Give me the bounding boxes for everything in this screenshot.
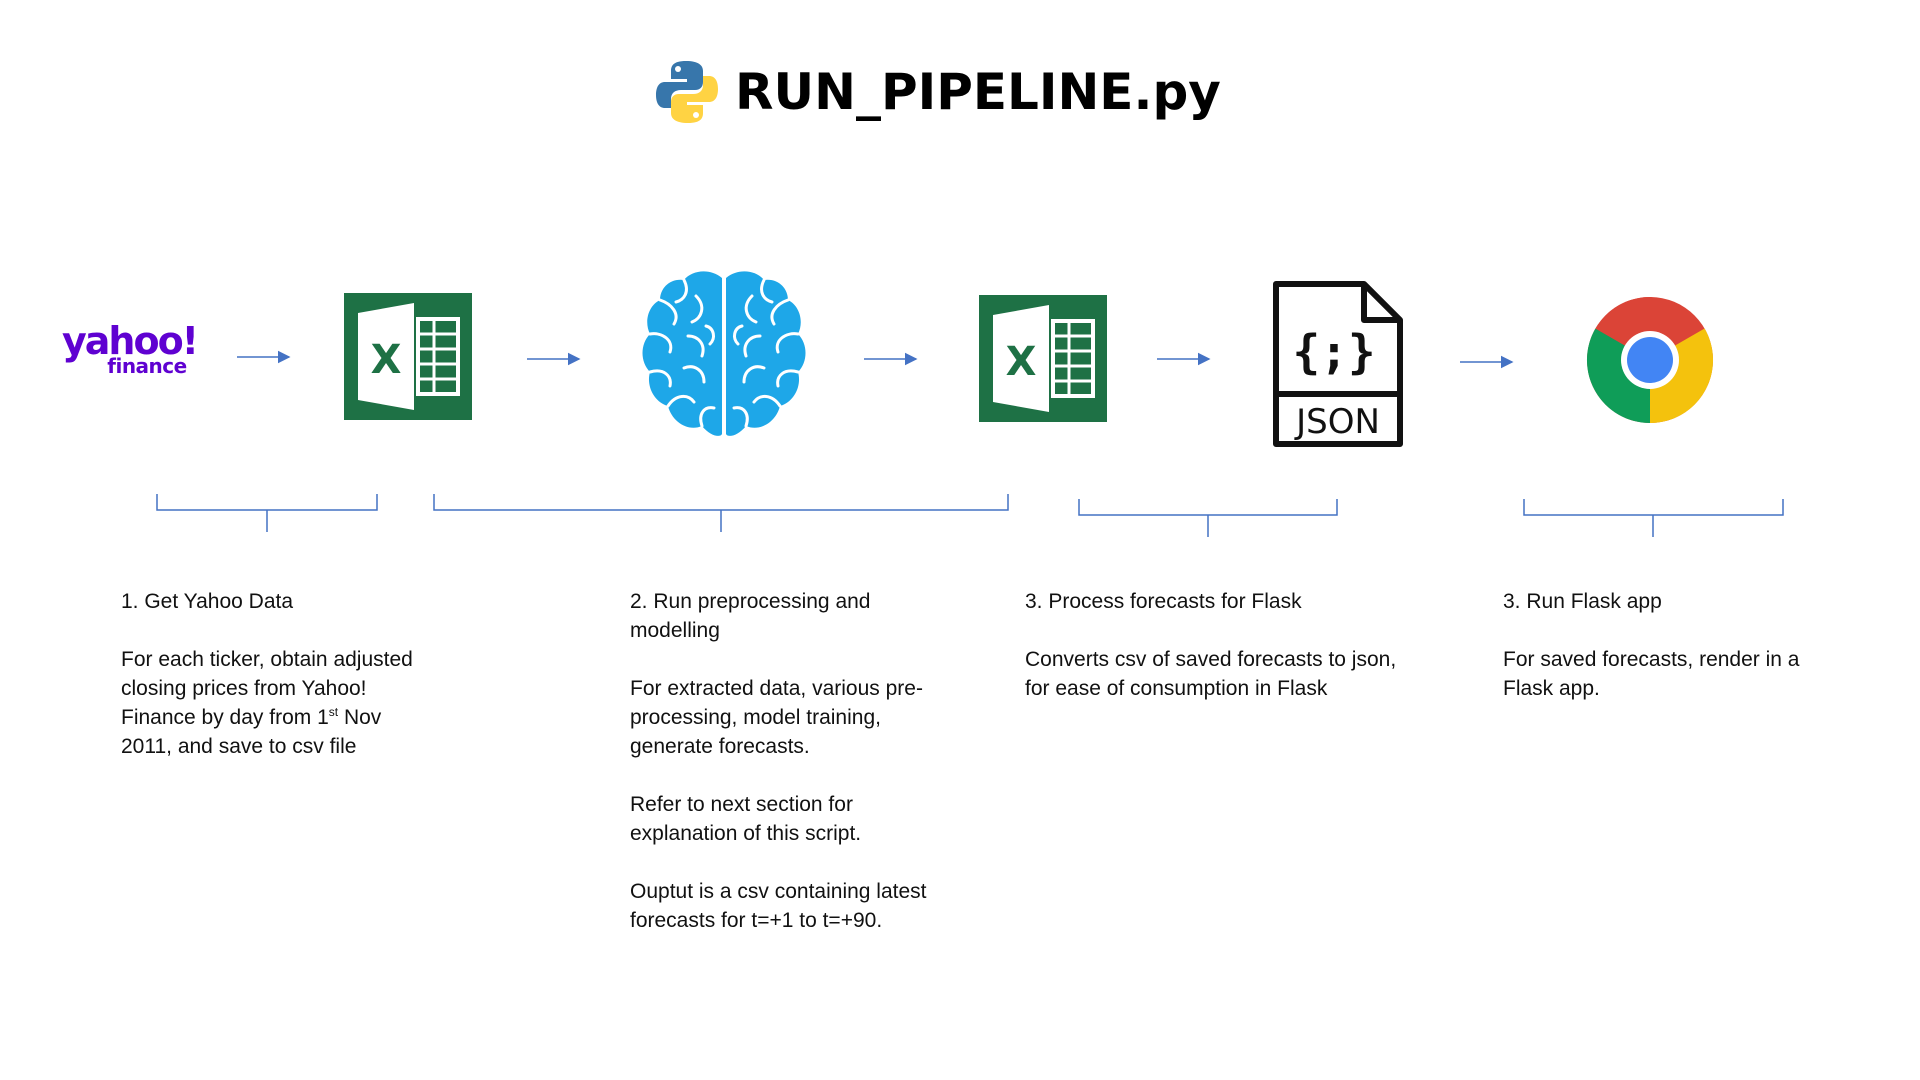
step-brace [433, 494, 1009, 532]
python-logo-icon [656, 61, 718, 123]
excel-letter: X [371, 337, 402, 383]
step-1-description: For each ticker, obtain adjusted closing… [121, 648, 413, 758]
step-3-heading: 3. Process forecasts for Flask [1025, 590, 1302, 613]
yahoo-logo-word: yahoo! [62, 319, 199, 363]
step-4-description: For saved forecasts, render in a Flask a… [1503, 648, 1800, 700]
step-2-heading: 2. Run preprocessing and modelling [630, 590, 871, 642]
page-title: RUN_PIPELINE.py [655, 56, 1221, 128]
step-1-heading: 1. Get Yahoo Data [121, 590, 294, 613]
step-brace [1078, 499, 1338, 537]
step-2-output: Ouptut is a csv containing latest foreca… [630, 880, 927, 932]
step-brace [156, 494, 378, 532]
json-glyph: {;} [1292, 325, 1375, 379]
step-brace [1523, 499, 1784, 537]
json-file-icon: {;} JSON [1273, 281, 1403, 447]
yahoo-logo-sub: finance [107, 354, 187, 378]
step-2-description: For extracted data, various pre- process… [630, 677, 923, 758]
step-3-description: Converts csv of saved forecasts to json,… [1025, 648, 1397, 700]
step-4-block: 3. Run Flask app For saved forecasts, re… [1503, 587, 1883, 703]
brain-icon [642, 271, 806, 436]
step-2-block: 2. Run preprocessing and modelling For e… [630, 587, 960, 935]
step-4-heading: 3. Run Flask app [1503, 590, 1662, 613]
step-3-block: 3. Process forecasts for Flask Converts … [1025, 587, 1455, 703]
page-title-text: RUN_PIPELINE.py [735, 63, 1221, 121]
excel-icon: X [979, 295, 1107, 422]
yahoo-finance-icon: yahoo! finance [62, 319, 199, 378]
step-2-note: Refer to next section for explanation of… [630, 793, 862, 845]
excel-icon: X [344, 293, 472, 420]
json-label: JSON [1294, 402, 1380, 442]
step-1-block: 1. Get Yahoo Data For each ticker, obtai… [121, 587, 501, 761]
excel-letter: X [1006, 339, 1037, 385]
chrome-icon [1586, 297, 1714, 423]
